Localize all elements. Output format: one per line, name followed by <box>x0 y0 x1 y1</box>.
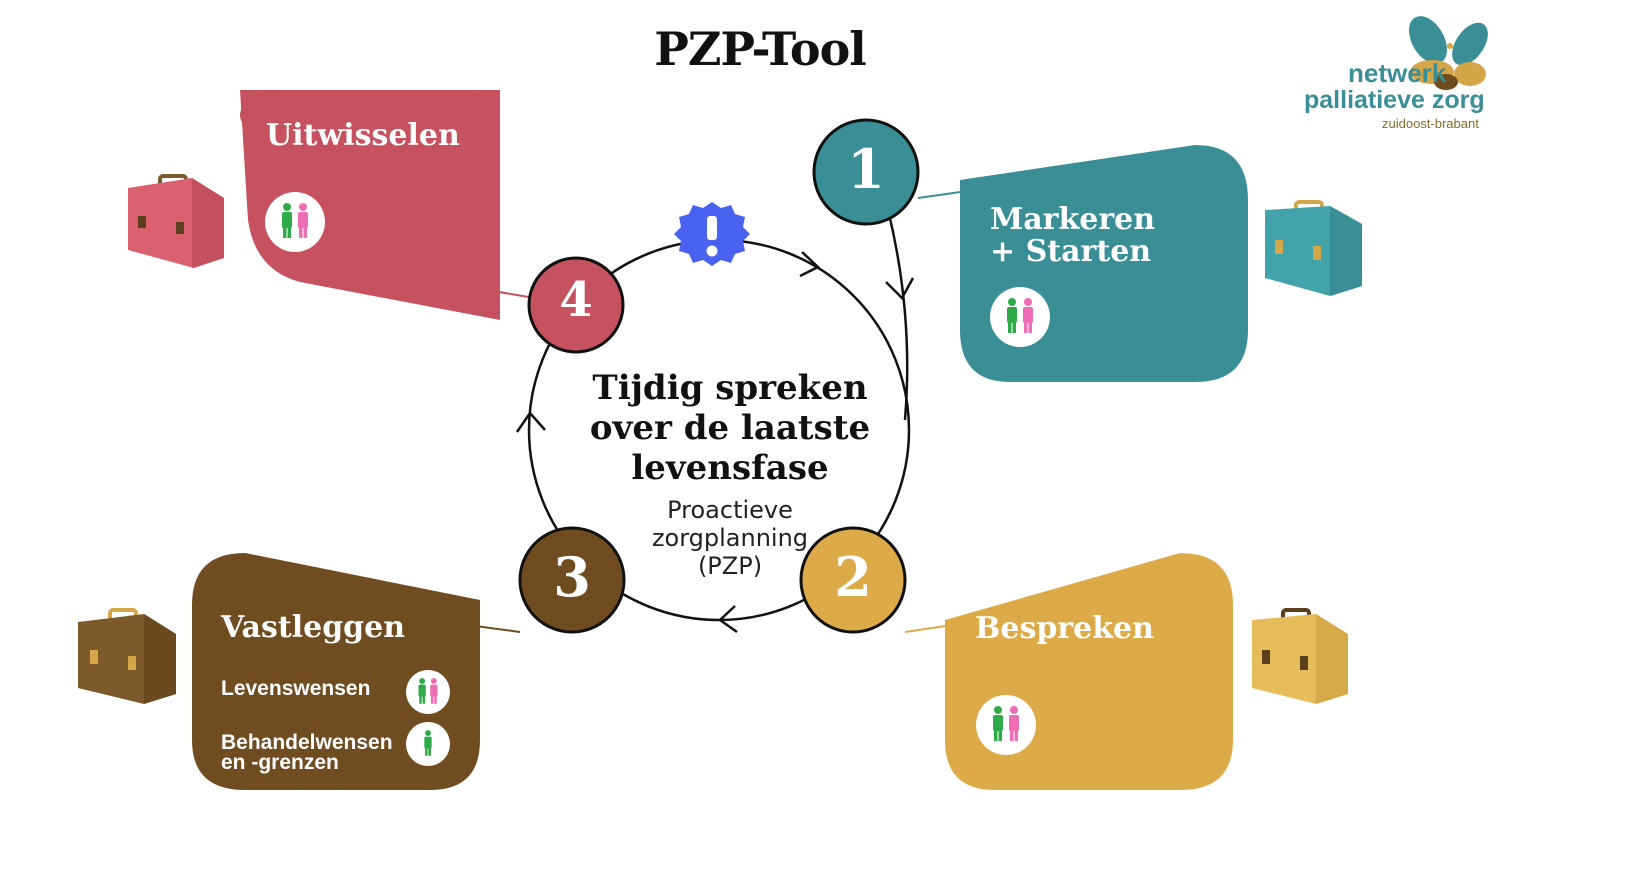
step-1-title-line-1: Markeren <box>990 202 1156 237</box>
center-heading: Tijdig spreken over de laatste levensfas… <box>589 368 871 488</box>
step-3-number: 3 <box>553 545 591 609</box>
logo-butterfly-icon <box>1409 16 1488 90</box>
person-icon <box>406 722 450 766</box>
row-behandelwensen-label-2: en -grenzen <box>221 751 339 774</box>
step-2-title: Bespreken <box>975 611 1154 646</box>
people-icon <box>406 670 450 714</box>
center-sub-line-1: Proactieve <box>667 496 793 524</box>
logo-line-2: palliatieve zorg <box>1304 86 1485 114</box>
step-3-circle <box>518 526 626 634</box>
arrowhead-left <box>515 410 546 433</box>
step-2-circle <box>799 526 907 634</box>
suitcase-brown-icon <box>78 608 176 704</box>
row-levenswensen-label: Levenswensen <box>221 677 371 700</box>
step-4-title: Uitwisselen <box>266 118 460 153</box>
suitcase-teal-icon <box>1265 200 1362 296</box>
exclamation-badge-icon <box>674 202 750 266</box>
center-sub-line-2: zorgplanning <box>651 524 809 552</box>
logo-line-1: netwerk <box>1348 58 1447 88</box>
suitcase-gold-icon <box>1252 608 1348 704</box>
page-title: PZP-Tool <box>654 22 867 76</box>
center-sub-line-3: (PZP) <box>697 552 763 580</box>
arrowhead-right <box>885 277 915 301</box>
row-behandelwensen-label-1: Behandelwensen <box>221 731 393 754</box>
arrowhead-top <box>799 251 821 278</box>
step-1-number: 1 <box>847 137 885 201</box>
step-3-title: Vastleggen <box>221 610 406 645</box>
step-2-number: 2 <box>834 545 872 609</box>
step-1-title-line-2: + Starten <box>990 234 1152 269</box>
step-1-circle <box>812 118 920 226</box>
card-3-shape <box>192 553 480 790</box>
step-4-number: 4 <box>559 272 593 328</box>
card-4-top <box>240 90 498 140</box>
people-icon <box>976 695 1036 755</box>
logo: netwerk palliatieve zorg zuidoost-braban… <box>1300 12 1600 132</box>
arrowhead-bottom <box>718 605 738 634</box>
step-4-circle <box>527 256 625 354</box>
people-icon <box>265 192 325 252</box>
people-icon <box>990 287 1050 347</box>
logo-line-3: zuidoost-brabant <box>1382 116 1479 131</box>
suitcase-red-icon <box>128 174 224 268</box>
card-4-shape <box>240 90 500 320</box>
